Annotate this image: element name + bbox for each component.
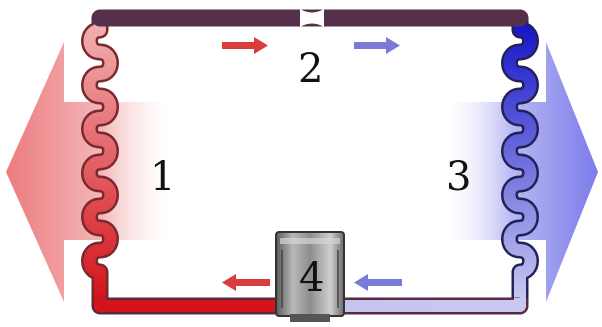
flow-arrow-bottom-left-icon <box>222 274 270 291</box>
condenser-coil <box>83 18 117 298</box>
evaporator-coil <box>503 18 537 300</box>
compressor-label: 4 <box>299 255 324 301</box>
expansion-valve-label: 2 <box>298 46 323 92</box>
expansion-valve <box>300 9 324 27</box>
flow-arrow-top-left-icon <box>222 37 268 54</box>
compressor-icon <box>275 231 345 322</box>
condenser-label: 1 <box>150 154 175 200</box>
flow-arrow-bottom-right-icon <box>354 274 402 291</box>
flow-arrow-top-right-icon <box>354 37 400 54</box>
heat-absorbed-arrow-icon <box>440 42 598 302</box>
evaporator-label: 3 <box>446 154 471 200</box>
